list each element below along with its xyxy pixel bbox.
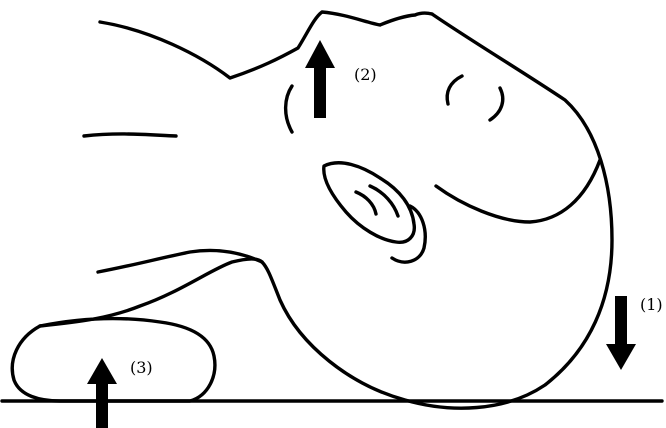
eye-mark xyxy=(490,88,503,120)
throat-line-upper xyxy=(84,134,176,136)
jaw-lift-arrow xyxy=(305,40,335,118)
head-press-arrow xyxy=(606,296,636,370)
cheek-mark-left xyxy=(286,86,292,132)
shoulder-lift-label: (3) xyxy=(130,358,153,377)
shoulder-lift-arrow xyxy=(87,358,117,428)
ear-inner-curl-1 xyxy=(356,192,376,214)
head-press-label: (1) xyxy=(640,295,663,314)
shoulder-pad xyxy=(12,319,215,401)
face-profile xyxy=(100,12,432,78)
jaw-lift-label: (2) xyxy=(354,65,377,84)
jaw-line xyxy=(436,160,600,222)
cheek-mark-right xyxy=(447,76,462,104)
shoulder-outline xyxy=(40,259,262,326)
